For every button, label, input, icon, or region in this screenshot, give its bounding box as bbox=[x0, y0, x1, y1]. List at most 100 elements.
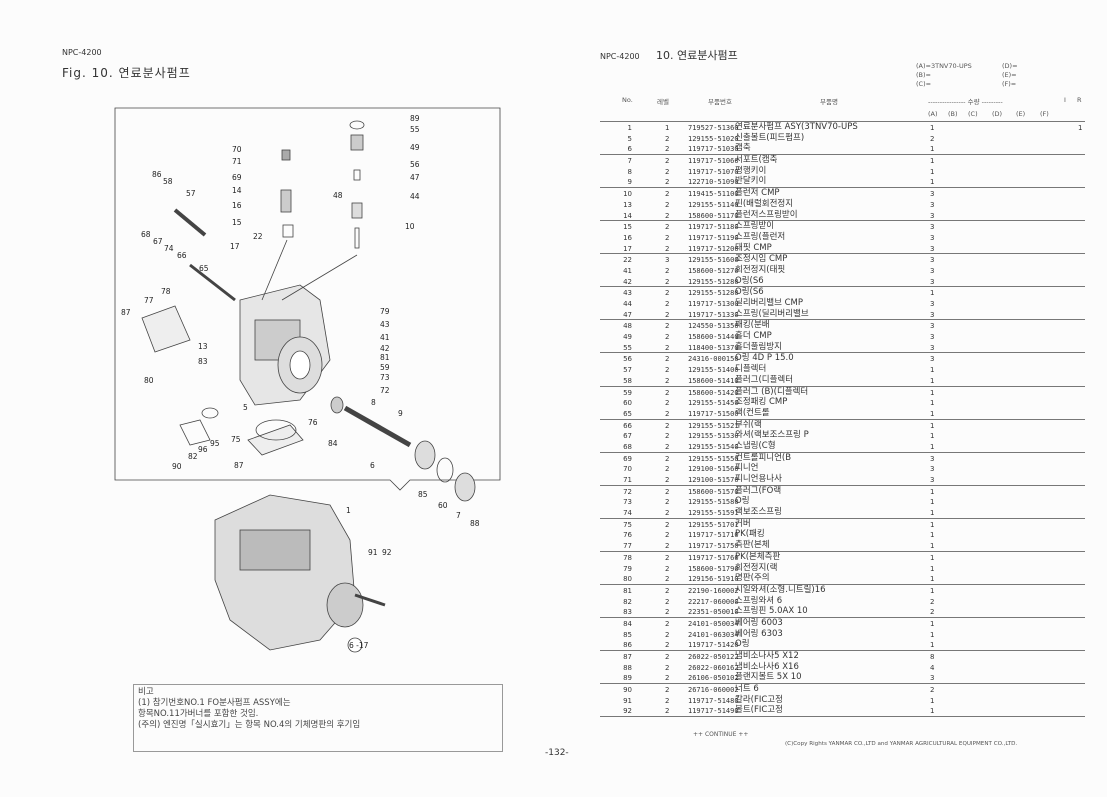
part-name: 냄비소나사5 X12 bbox=[735, 651, 799, 661]
header-part-number: 부품번호 bbox=[708, 98, 732, 106]
part-name: 반달키이 bbox=[735, 176, 767, 187]
level: 2 bbox=[665, 465, 670, 474]
part-name: 홀더 CMP bbox=[735, 331, 772, 342]
part-number: 158600-51420 bbox=[688, 388, 739, 397]
callout-label: 47 bbox=[410, 173, 420, 182]
part-number: 158600-51270 bbox=[688, 266, 739, 275]
part-name: 디플렉터 bbox=[735, 364, 767, 375]
part-number: 119717-51330 bbox=[688, 310, 739, 319]
callout-label: 76 bbox=[308, 418, 318, 427]
part-name: 캠축 bbox=[735, 143, 751, 154]
level: 2 bbox=[665, 663, 670, 672]
callout-label: 59 bbox=[380, 363, 390, 372]
part-number: 24101-063034 bbox=[688, 630, 739, 639]
callout-label: 67 bbox=[153, 237, 163, 246]
part-number: 22190-160002 bbox=[688, 586, 739, 595]
part-name: 플러그 (B)(디플렉터 bbox=[735, 386, 809, 397]
callout-label: 91 bbox=[368, 548, 378, 557]
item-number: 78 bbox=[623, 553, 632, 562]
qty-a: 1 bbox=[930, 487, 935, 496]
callout-label: 60 bbox=[438, 501, 448, 510]
item-number: 65 bbox=[623, 409, 632, 418]
part-number: 129155-51521 bbox=[688, 421, 739, 430]
level: 2 bbox=[665, 630, 670, 639]
qty-a: 3 bbox=[930, 200, 935, 209]
qty-col-c: (C) bbox=[968, 110, 978, 118]
level: 2 bbox=[665, 674, 670, 683]
callout-label: 58 bbox=[163, 177, 173, 186]
callout-label: 82 bbox=[188, 452, 198, 461]
part-name: 랙(컨트롤 bbox=[735, 407, 770, 418]
qty-a: 1 bbox=[930, 409, 935, 418]
part-number: 129155-51140 bbox=[688, 200, 739, 209]
part-number: 119717-51710 bbox=[688, 531, 739, 540]
row-divider bbox=[600, 418, 1085, 420]
notes-line: (주의) 엔진명「실시효기」는 항목 NO.4의 기체명판의 후기임 bbox=[138, 720, 361, 730]
qty-a: 1 bbox=[930, 586, 935, 595]
part-number: 26716-060002 bbox=[688, 686, 739, 695]
notes-heading: 비고 bbox=[138, 687, 154, 697]
item-number: 66 bbox=[623, 421, 632, 430]
item-number: 6 bbox=[627, 145, 632, 154]
qty-a: 2 bbox=[930, 134, 935, 143]
callout-label: 1 bbox=[346, 506, 351, 515]
part-name: 컨트롤피니언(B bbox=[735, 452, 792, 463]
row-divider bbox=[600, 451, 1085, 453]
part-name: 시일와셔(소형.니트릴)16 bbox=[735, 584, 826, 595]
qty-a: 3 bbox=[930, 674, 935, 683]
qty-a: 1 bbox=[930, 707, 935, 716]
qty-a: 4 bbox=[930, 663, 935, 672]
callout-label: 89 bbox=[410, 114, 420, 123]
part-name: PK(본체측판 bbox=[735, 551, 781, 562]
part-name: 너트 6 bbox=[735, 684, 759, 695]
item-number: 81 bbox=[623, 586, 632, 595]
qty-a: 1 bbox=[930, 366, 935, 375]
item-number: 85 bbox=[623, 630, 632, 639]
qty-a: 1 bbox=[930, 619, 935, 628]
part-name: 태핏 CMP bbox=[735, 242, 772, 253]
part-name: 회전정지(랙 bbox=[735, 562, 778, 573]
callout-label: 69 bbox=[232, 173, 242, 182]
item-number: 75 bbox=[623, 520, 632, 529]
part-number: 129155-51280 bbox=[688, 277, 739, 286]
level: 2 bbox=[665, 134, 670, 143]
header-r: R bbox=[1077, 96, 1082, 104]
part-number: 129155-51701 bbox=[688, 520, 739, 529]
item-number: 56 bbox=[623, 355, 632, 364]
header-i: I bbox=[1064, 96, 1066, 104]
section-title: 10. 연료분사펌프 bbox=[656, 49, 738, 62]
part-name: 신출볼트(피드펌프) bbox=[735, 132, 805, 143]
header-level: 레벨 bbox=[657, 98, 669, 106]
level: 2 bbox=[665, 442, 670, 451]
callout-label: 49 bbox=[410, 143, 420, 152]
part-number: 119717-51190 bbox=[688, 233, 739, 242]
callout-label: 9 bbox=[398, 409, 403, 418]
qty-a: 1 bbox=[930, 553, 935, 562]
callout-label: 42 bbox=[380, 344, 390, 353]
item-number: 92 bbox=[623, 707, 632, 716]
part-name: 회전정지(태핏 bbox=[735, 264, 786, 275]
level: 2 bbox=[665, 388, 670, 397]
part-name: 랙보조스프링 bbox=[735, 507, 782, 518]
copyright: (C)Copy Rights YANMAR CO.,LTD and YANMAR… bbox=[785, 741, 1018, 747]
part-number: 118400-51370 bbox=[688, 343, 739, 352]
part-name: 명판(주의 bbox=[735, 573, 770, 584]
callout-label: 6 bbox=[370, 461, 375, 470]
qty-a: 2 bbox=[930, 608, 935, 617]
part-number: 129155-51540 bbox=[688, 442, 739, 451]
part-number: 129100-51560 bbox=[688, 465, 739, 474]
part-name: 플러그(디플렉터 bbox=[735, 374, 794, 385]
callout-label: 22 bbox=[253, 232, 263, 241]
